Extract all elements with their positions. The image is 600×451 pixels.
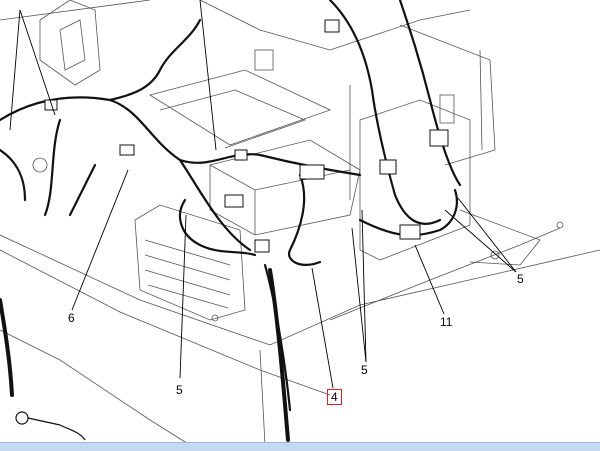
callout-11: 11 xyxy=(440,315,453,329)
leader-5-mid-a xyxy=(361,209,367,363)
leader-5-left xyxy=(179,214,187,379)
leader-11 xyxy=(414,244,445,315)
leader-top-left-a xyxy=(19,9,56,116)
leader-5-right-a xyxy=(457,197,517,273)
callout-6: 6 xyxy=(68,311,75,325)
leader-5-mid-b xyxy=(351,227,367,363)
callout-5-mid: 5 xyxy=(361,363,368,377)
leader-5-right-b xyxy=(444,209,517,273)
callout-4: 4 xyxy=(327,389,342,405)
callout-5-left: 5 xyxy=(176,383,183,397)
callout-5-right: 5 xyxy=(517,272,524,286)
window-bottom-bar xyxy=(0,442,600,451)
leader-6 xyxy=(71,169,129,311)
leader-top-left-b xyxy=(9,9,21,131)
leader-top-mid xyxy=(199,0,217,151)
harness-right xyxy=(328,0,442,225)
platform-outline xyxy=(0,234,600,346)
leader-4 xyxy=(311,267,334,389)
